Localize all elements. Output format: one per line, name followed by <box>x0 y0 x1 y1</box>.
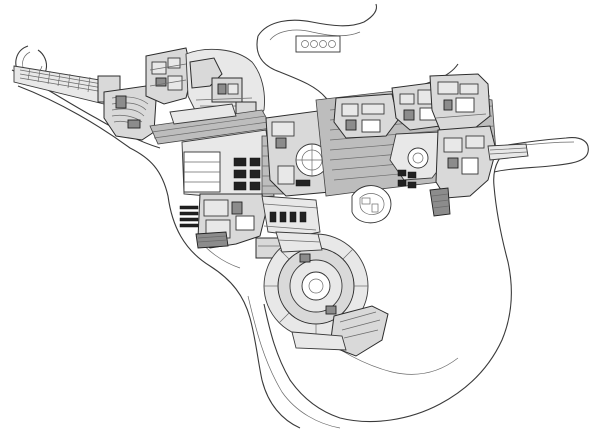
east-fountain-court <box>389 131 447 189</box>
rotunda-connector <box>275 231 323 253</box>
southwest-hatch-blocks <box>179 205 199 228</box>
auditorium-building <box>103 85 157 141</box>
plaza-dark-grid <box>233 157 261 191</box>
sculpture-garden <box>351 185 392 224</box>
southwest-building <box>179 193 267 249</box>
circular-wing <box>263 233 389 357</box>
northwest-building-cluster <box>145 47 265 125</box>
west-access-ramp <box>13 65 121 105</box>
far-east-building <box>429 125 529 217</box>
upper-parking-block <box>295 35 341 53</box>
